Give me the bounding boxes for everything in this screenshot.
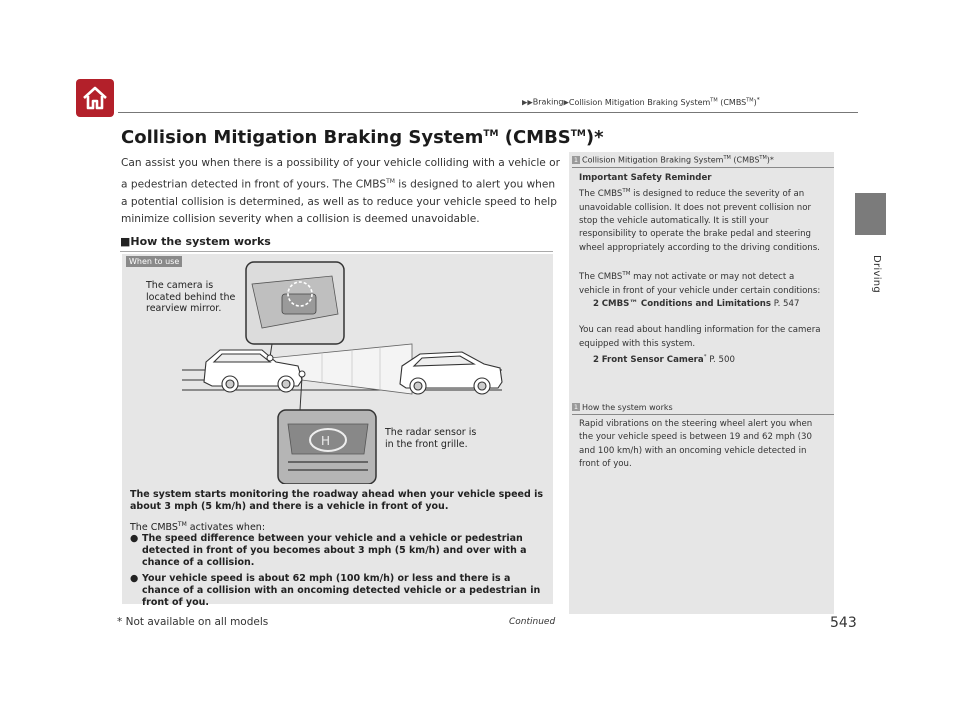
page-number: 543: [830, 615, 857, 631]
safety-paragraph: The CMBSTM is designed to reduce the sev…: [579, 188, 820, 253]
own-vehicle: [203, 349, 303, 393]
svg-text:H: H: [321, 434, 330, 448]
note-rule: [572, 167, 834, 168]
section-heading: ■How the system works: [120, 235, 271, 248]
camera-inset: [245, 261, 345, 362]
note-body-cmbs: Important Safety Reminder The CMBSTM is …: [579, 172, 824, 367]
footnote: * Not available on all models: [117, 616, 269, 628]
bullet-icon: ●: [130, 573, 139, 584]
header-rule: [118, 112, 858, 113]
conditions-paragraph: The CMBSTM may not activate or may not d…: [579, 271, 821, 296]
chapter-label: Driving: [871, 255, 882, 294]
activation-condition-2: ● Your vehicle speed is about 62 mph (10…: [130, 573, 541, 608]
home-icon: [83, 86, 107, 110]
activation-condition-1: ● The speed difference between your vehi…: [130, 533, 527, 568]
camera-label: The camera is located behind the rearvie…: [146, 280, 236, 314]
notes-panel: [569, 152, 834, 614]
note-icon: 1: [572, 155, 580, 164]
radar-inset: H: [277, 370, 377, 484]
link-front-sensor-camera[interactable]: 2 Front Sensor Camera* P. 500: [593, 354, 735, 366]
breadcrumb-arrow-icon: ▶▶: [522, 98, 533, 107]
reference-arrow-icon: 2: [593, 298, 599, 309]
activates-lead: The CMBSTM activates when:: [130, 521, 266, 534]
note-icon: 1: [572, 403, 580, 411]
when-to-use-badge: When to use: [126, 256, 183, 267]
breadcrumb: ▶▶Braking▶Collision Mitigation Braking S…: [522, 96, 760, 107]
page-title: Collision Mitigation Braking SystemTM (C…: [121, 127, 604, 148]
breadcrumb-cmbs[interactable]: Collision Mitigation Braking SystemTM (C…: [568, 96, 760, 107]
continued-label: Continued: [509, 617, 556, 627]
breadcrumb-braking[interactable]: Braking: [532, 97, 564, 107]
camera-paragraph: You can read about handling information …: [579, 325, 821, 349]
intro-paragraph: Can assist you when there is a possibili…: [121, 157, 561, 226]
square-bullet-icon: ■: [120, 235, 131, 248]
safety-reminder-heading: Important Safety Reminder: [579, 173, 712, 183]
cmbs-illustration: H: [182, 261, 503, 484]
bullet-icon: ●: [130, 533, 139, 544]
link-cmbs-conditions[interactable]: 2 CMBS™ Conditions and Limitations P. 54…: [593, 298, 800, 309]
reference-arrow-icon: 2: [593, 355, 599, 366]
note-body-how-it-works: Rapid vibrations on the steering wheel a…: [579, 419, 813, 470]
chapter-tab[interactable]: [855, 193, 886, 235]
section-rule: [120, 251, 553, 252]
radar-label: The radar sensor is in the front grille.: [385, 427, 477, 450]
note-rule: [572, 414, 834, 415]
breadcrumb-arrow-icon: ▶: [563, 98, 569, 107]
monitoring-text: The system starts monitoring the roadway…: [130, 489, 543, 512]
vehicle-ahead: [399, 351, 503, 395]
home-button[interactable]: [76, 79, 114, 117]
